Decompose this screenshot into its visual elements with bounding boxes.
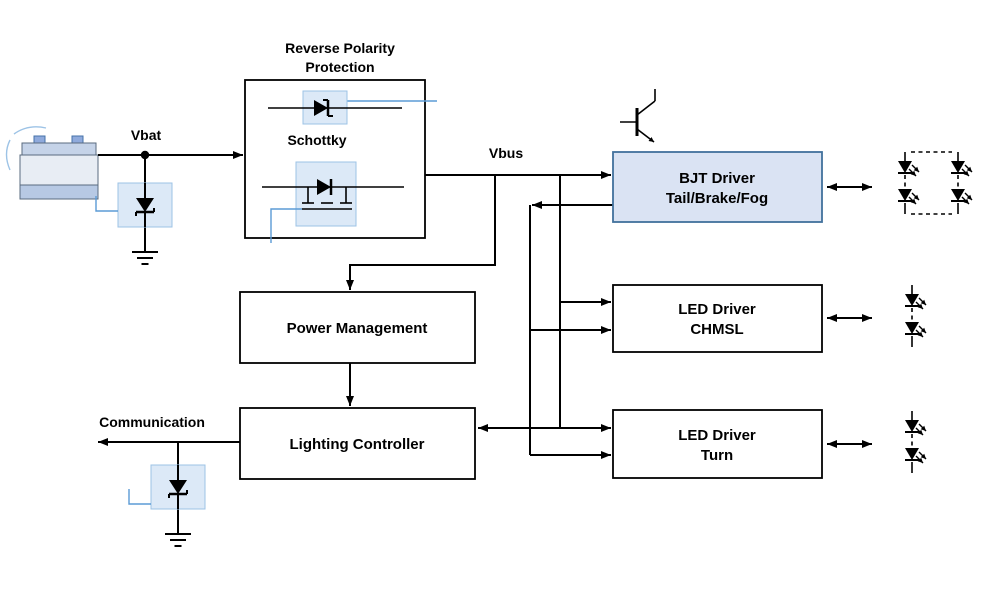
led-driver-chmsl-block: LED Driver CHMSL [612,284,823,353]
led-icon [951,189,972,204]
schottky-diode-icon [314,99,333,117]
vbat-label: Vbat [131,127,162,143]
tvs-diode-input [95,181,173,229]
led-driver-turn-line2: Turn [701,447,733,464]
led-icon [898,189,919,204]
led-driver-turn-block: LED Driver Turn [612,409,823,479]
led-driver-chmsl-line2: CHMSL [690,321,743,338]
led-icon [898,161,919,176]
accent-leader [95,196,118,212]
mosfet-icon [302,179,352,210]
accent-leader [270,208,302,243]
power-management-box [239,291,476,364]
vbus-label: Vbus [489,145,523,161]
led-string-turn [905,411,926,473]
bjt-driver-label-line2: Tail/Brake/Fog [666,190,768,207]
battery-shine [13,126,47,135]
led-driver-turn-box [612,409,823,479]
led-driver-chmsl-box [612,284,823,353]
battery-stripe [19,184,99,200]
rpp-title-line1: Reverse Polarity [285,40,395,56]
bjt-driver-block: BJT Driver Tail/Brake/Fog [612,151,823,223]
power-management-label: Power Management [287,320,428,337]
battery-top [21,142,97,156]
led-icon [905,420,926,435]
led-array-tail [898,151,972,215]
lighting-controller-box [239,407,476,480]
ground-icon [164,533,192,547]
led-icon [905,448,926,463]
battery-shine [5,139,11,171]
bjt-transistor-icon [620,89,656,143]
mosfet-box [295,161,357,227]
accent-leader [128,489,151,505]
lighting-controller-block: Lighting Controller [239,407,476,480]
schottky-label: Schottky [287,132,346,148]
bjt-driver-label-line1: BJT Driver [679,170,755,187]
led-icon [905,294,926,309]
bjt-driver-box [612,151,823,223]
rpp-title-line2: Protection [305,59,374,75]
led-string-chmsl [905,285,926,347]
led-driver-turn-line1: LED Driver [678,427,756,444]
communication-label: Communication [99,414,205,430]
lighting-controller-label: Lighting Controller [290,436,425,453]
power-management-block: Power Management [239,291,476,364]
wiring [98,150,872,534]
battery-icon [5,126,99,200]
led-icon [905,322,926,337]
tvs-diode-comm [128,463,206,511]
wire-vbus-to-power-mgmt [346,175,496,290]
led-icon [951,161,972,176]
reverse-polarity-protection: Reverse Polarity Protection Schottky [244,40,437,243]
led-driver-chmsl-line1: LED Driver [678,301,756,318]
ground-icon [131,251,159,265]
